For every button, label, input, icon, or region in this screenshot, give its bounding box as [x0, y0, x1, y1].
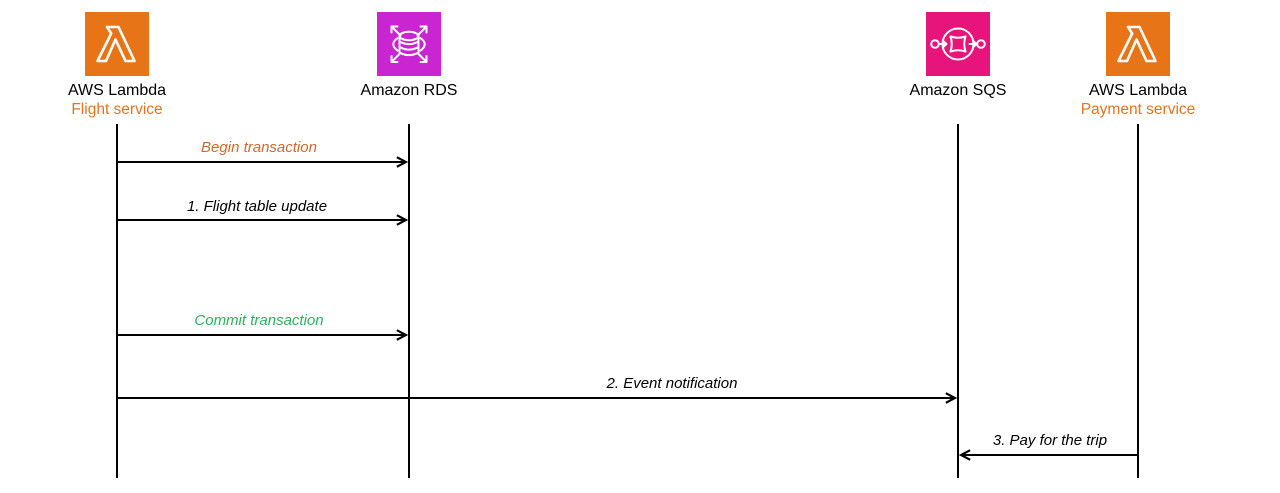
- aws-lambda-icon: [1106, 12, 1170, 76]
- rds-glyph: [390, 25, 428, 63]
- actor-subtitle: Payment service: [1080, 101, 1196, 118]
- message-label-commit-transaction: Commit transaction: [194, 312, 324, 329]
- actor-subtitle: Flight service: [71, 101, 163, 118]
- sqs-glyph: [930, 27, 986, 61]
- actor-title: AWS Lambda: [1088, 82, 1188, 99]
- amazon-rds-icon: [377, 12, 441, 76]
- lambda-glyph: [1117, 25, 1157, 63]
- message-label-begin-transaction: Begin transaction: [201, 139, 317, 156]
- amazon-sqs-icon: [926, 12, 990, 76]
- actor-title: Amazon SQS: [909, 82, 1007, 99]
- aws-lambda-icon: [85, 12, 149, 76]
- message-label-event-notification: 2. Event notification: [606, 375, 738, 392]
- message-label-flight-table-update: 1. Flight table update: [186, 198, 328, 215]
- lambda-glyph: [96, 25, 136, 63]
- message-label-pay-for-the-trip: 3. Pay for the trip: [992, 432, 1108, 449]
- actor-title: Amazon RDS: [360, 82, 458, 99]
- actor-title: AWS Lambda: [67, 82, 167, 99]
